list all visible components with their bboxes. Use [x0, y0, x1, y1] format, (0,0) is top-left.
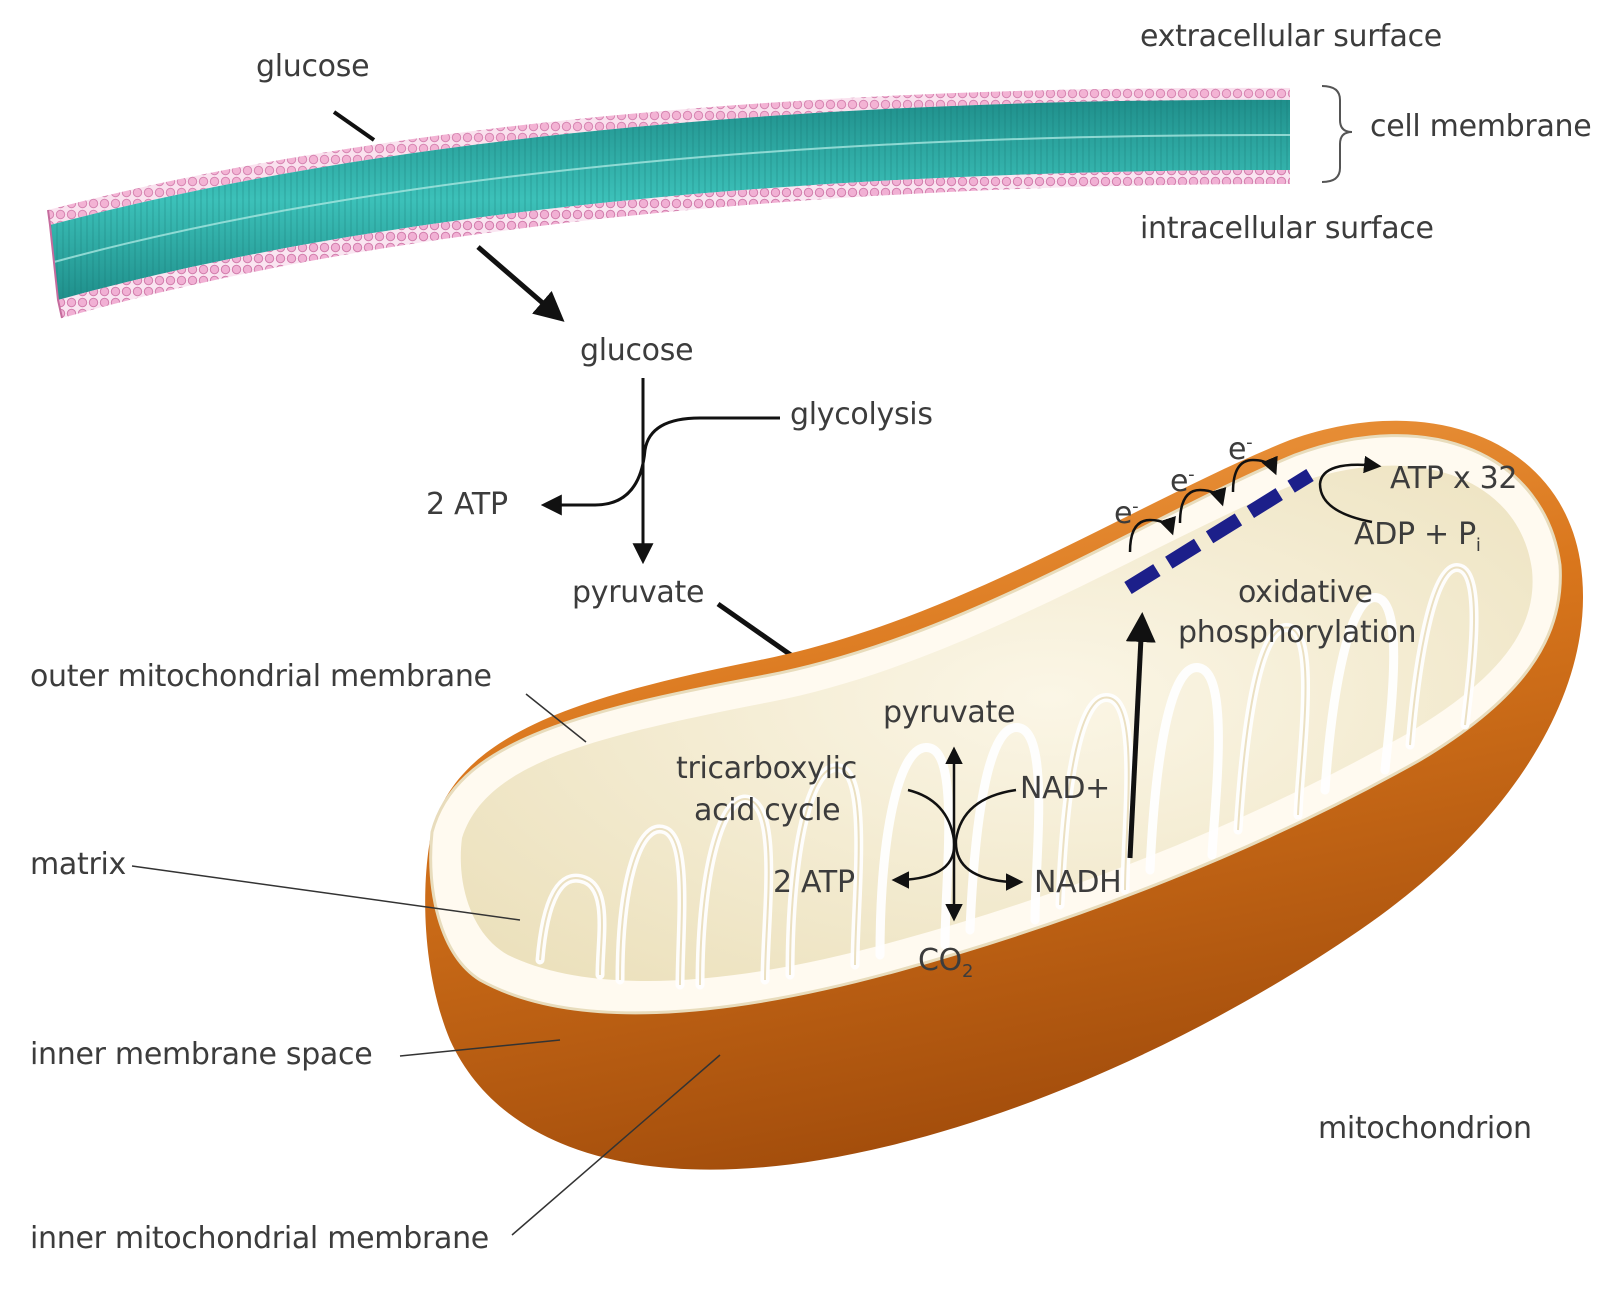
label-electron-3: e- [1228, 426, 1252, 467]
label-glycolysis: glycolysis [790, 398, 933, 432]
label-cell-membrane: cell membrane [1370, 110, 1591, 144]
label-nadh: NADH [1034, 866, 1121, 900]
label-matrix: matrix [30, 848, 126, 882]
label-2atp-glycolysis: 2 ATP [426, 488, 508, 522]
label-nad-plus: NAD+ [1020, 772, 1110, 806]
label-mitochondrion: mitochondrion [1318, 1112, 1532, 1146]
label-glucose-extracellular: glucose [256, 50, 369, 84]
label-electron-1: e- [1114, 490, 1138, 531]
label-extracellular-surface: extracellular surface [1140, 20, 1442, 54]
label-co2: CO2 [918, 944, 973, 989]
label-2atp-tca: 2 ATP [773, 866, 855, 900]
label-atp-x32: ATP x 32 [1390, 462, 1517, 496]
label-inner-mitochondrial-membrane: inner mitochondrial membrane [30, 1222, 489, 1256]
label-outer-mitochondrial-membrane: outer mitochondrial membrane [30, 660, 492, 694]
label-pyruvate-matrix: pyruvate [883, 696, 1015, 730]
label-pyruvate-cytosol: pyruvate [572, 576, 704, 610]
label-electron-2: e- [1170, 458, 1194, 499]
label-tca-line2: acid cycle [694, 794, 840, 828]
label-oxphos-line2: phosphorylation [1178, 616, 1416, 650]
label-intracellular-surface: intracellular surface [1140, 212, 1434, 246]
label-adp-pi: ADP + Pi [1354, 518, 1481, 563]
label-inner-membrane-space: inner membrane space [30, 1038, 372, 1072]
label-oxphos-line1: oxidative [1238, 576, 1373, 610]
label-tca-line1: tricarboxylic [676, 752, 857, 786]
label-glucose-cytosol: glucose [580, 334, 693, 368]
